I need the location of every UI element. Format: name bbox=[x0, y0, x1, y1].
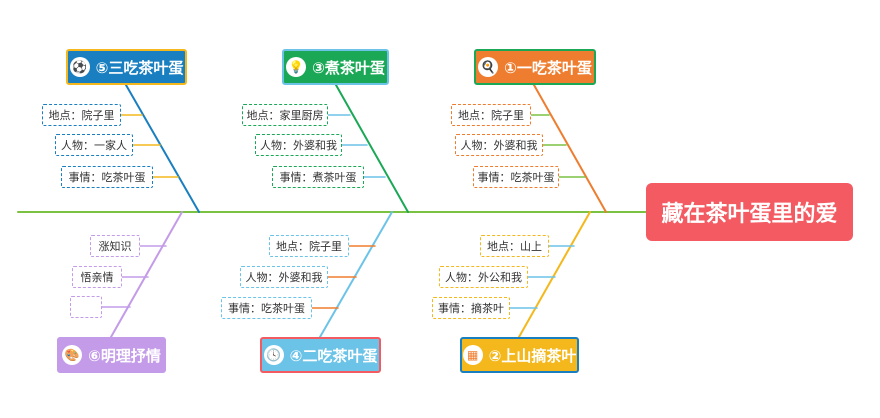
topic-3-label: ③煮茶叶蛋 bbox=[312, 58, 385, 77]
detail-2-place[interactable]: 地点：山上 bbox=[480, 235, 549, 257]
topic-6[interactable]: 🎨 ⑥明理抒情 bbox=[57, 337, 166, 373]
topic-2[interactable]: ▦ ②上山摘茶叶 bbox=[460, 337, 579, 373]
topic-3[interactable]: 💡 ③煮茶叶蛋 bbox=[282, 49, 389, 85]
detail-5-people[interactable]: 人物：一家人 bbox=[55, 134, 133, 156]
topic-6-label: ⑥明理抒情 bbox=[88, 346, 161, 365]
clock-icon: 🕓 bbox=[263, 345, 284, 365]
branch-line-5 bbox=[125, 84, 200, 213]
branch-line-2 bbox=[518, 211, 591, 338]
detail-6-empty[interactable] bbox=[70, 296, 102, 318]
detail-4-people[interactable]: 人物：外婆和我 bbox=[240, 266, 328, 288]
detail-4-place[interactable]: 地点：院子里 bbox=[269, 235, 349, 257]
detail-3-people[interactable]: 人物：外婆和我 bbox=[255, 134, 342, 156]
branch-line-4 bbox=[319, 211, 393, 338]
detail-4-event[interactable]: 事情：吃茶叶蛋 bbox=[221, 297, 312, 319]
branch-line-3 bbox=[335, 84, 409, 213]
lightbulb-icon: 💡 bbox=[286, 57, 307, 77]
grid-icon: ▦ bbox=[462, 345, 483, 365]
branch-line-1 bbox=[533, 84, 607, 213]
detail-1-place[interactable]: 地点：院子里 bbox=[451, 104, 531, 126]
topic-5[interactable]: ⚽ ⑤三吃茶叶蛋 bbox=[66, 49, 187, 85]
soccer-ball-icon: ⚽ bbox=[69, 57, 90, 77]
topic-1-label: ①一吃茶叶蛋 bbox=[504, 58, 592, 77]
detail-1-event[interactable]: 事情：吃茶叶蛋 bbox=[473, 166, 559, 188]
detail-5-place[interactable]: 地点：院子里 bbox=[42, 104, 121, 126]
detail-3-place[interactable]: 地点：家里厨房 bbox=[242, 104, 328, 126]
topic-2-label: ②上山摘茶叶 bbox=[488, 346, 577, 365]
branch-line-6 bbox=[110, 211, 183, 338]
root-topic[interactable]: 藏在茶叶蛋里的爱 bbox=[646, 183, 853, 241]
detail-1-people[interactable]: 人物：外婆和我 bbox=[455, 134, 543, 156]
topic-1[interactable]: 🍳 ①一吃茶叶蛋 bbox=[474, 49, 596, 85]
topic-4-label: ④二吃茶叶蛋 bbox=[289, 346, 378, 365]
topic-4[interactable]: 🕓 ④二吃茶叶蛋 bbox=[260, 337, 381, 373]
topic-5-label: ⑤三吃茶叶蛋 bbox=[95, 58, 184, 77]
detail-3-event[interactable]: 事情：煮茶叶蛋 bbox=[272, 166, 364, 188]
detail-2-people[interactable]: 人物：外公和我 bbox=[439, 266, 528, 288]
detail-6-knowledge[interactable]: 涨知识 bbox=[90, 235, 140, 257]
palette-icon: 🎨 bbox=[62, 345, 83, 365]
detail-2-event[interactable]: 事情：摘茶叶 bbox=[432, 297, 510, 319]
detail-5-event[interactable]: 事情：吃茶叶蛋 bbox=[61, 166, 153, 188]
food-icon: 🍳 bbox=[478, 57, 499, 77]
detail-6-affection[interactable]: 悟亲情 bbox=[72, 266, 122, 288]
